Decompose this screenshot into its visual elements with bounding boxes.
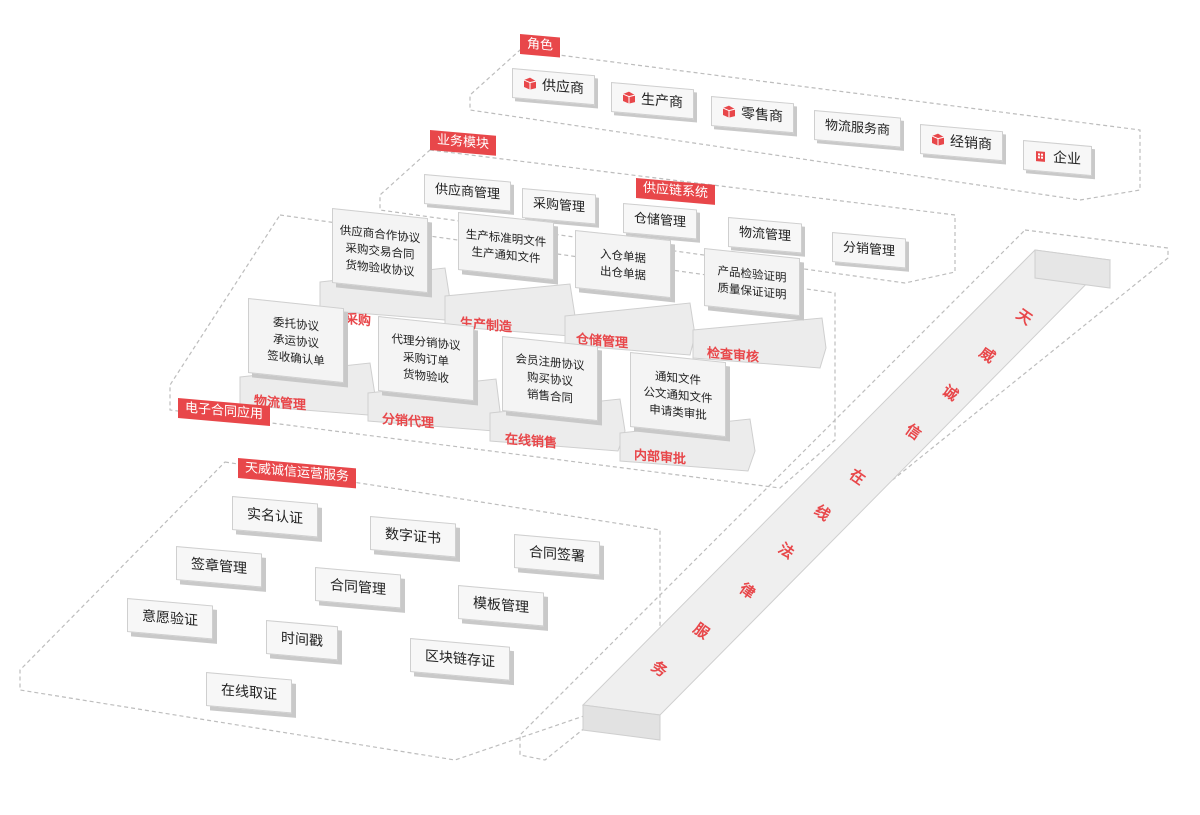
cube-icon [931, 133, 945, 146]
role-label: 生产商 [641, 91, 683, 112]
contract-card-distribution[interactable]: 代理分销协议 采购订单 货物验收 [378, 316, 474, 402]
business-platform [379, 149, 956, 284]
contract-card-internal-approval[interactable]: 通知文件 公文通知文件 申请类审批 [630, 352, 726, 438]
role-label: 零售商 [741, 105, 783, 126]
contract-card-online-sales[interactable]: 会员注册协议 购买协议 销售合同 [502, 336, 598, 422]
role-enterprise[interactable]: 企业 [1023, 140, 1092, 177]
cube-icon [523, 77, 537, 90]
contract-card-warehouse[interactable]: 入仓单据 出仓单据 [575, 230, 671, 299]
legal-platform [519, 229, 1169, 761]
role-distributor[interactable]: 经销商 [920, 124, 1003, 162]
role-label: 企业 [1053, 149, 1081, 169]
module-logistics-mgmt[interactable]: 物流管理 [728, 217, 803, 254]
role-manufacturer[interactable]: 生产商 [611, 82, 694, 120]
building-icon [1036, 151, 1045, 162]
base-label-purchase: 采购 [345, 312, 372, 330]
cube-icon [622, 91, 636, 104]
cube-icon [722, 105, 736, 118]
role-label: 经销商 [950, 133, 992, 154]
contract-card-purchase[interactable]: 供应商合作协议 采购交易合同 货物验收协议 [332, 208, 428, 294]
contract-platform [169, 214, 836, 489]
legal-bar-side [582, 704, 661, 741]
roles-platform [469, 49, 1141, 201]
role-retailer[interactable]: 零售商 [711, 96, 794, 134]
base-inspection [692, 317, 827, 369]
roles-tag: 角色 [520, 34, 561, 58]
contract-card-production[interactable]: 生产标准明文件 生产通知文件 [458, 212, 554, 281]
role-label: 物流服务商 [825, 117, 891, 139]
contract-card-inspection[interactable]: 产品检验证明 质量保证证明 [704, 248, 800, 317]
service-timestamp[interactable]: 时间戳 [266, 620, 338, 661]
legal-bar-end [1034, 249, 1111, 289]
module-warehouse-mgmt[interactable]: 仓储管理 [623, 203, 698, 240]
contract-card-logistics[interactable]: 委托协议 承运协议 签收确认单 [248, 298, 344, 384]
services-platform [19, 461, 661, 761]
role-supplier[interactable]: 供应商 [512, 68, 595, 106]
module-distribution-mgmt[interactable]: 分销管理 [832, 232, 907, 269]
role-label: 供应商 [542, 77, 584, 98]
